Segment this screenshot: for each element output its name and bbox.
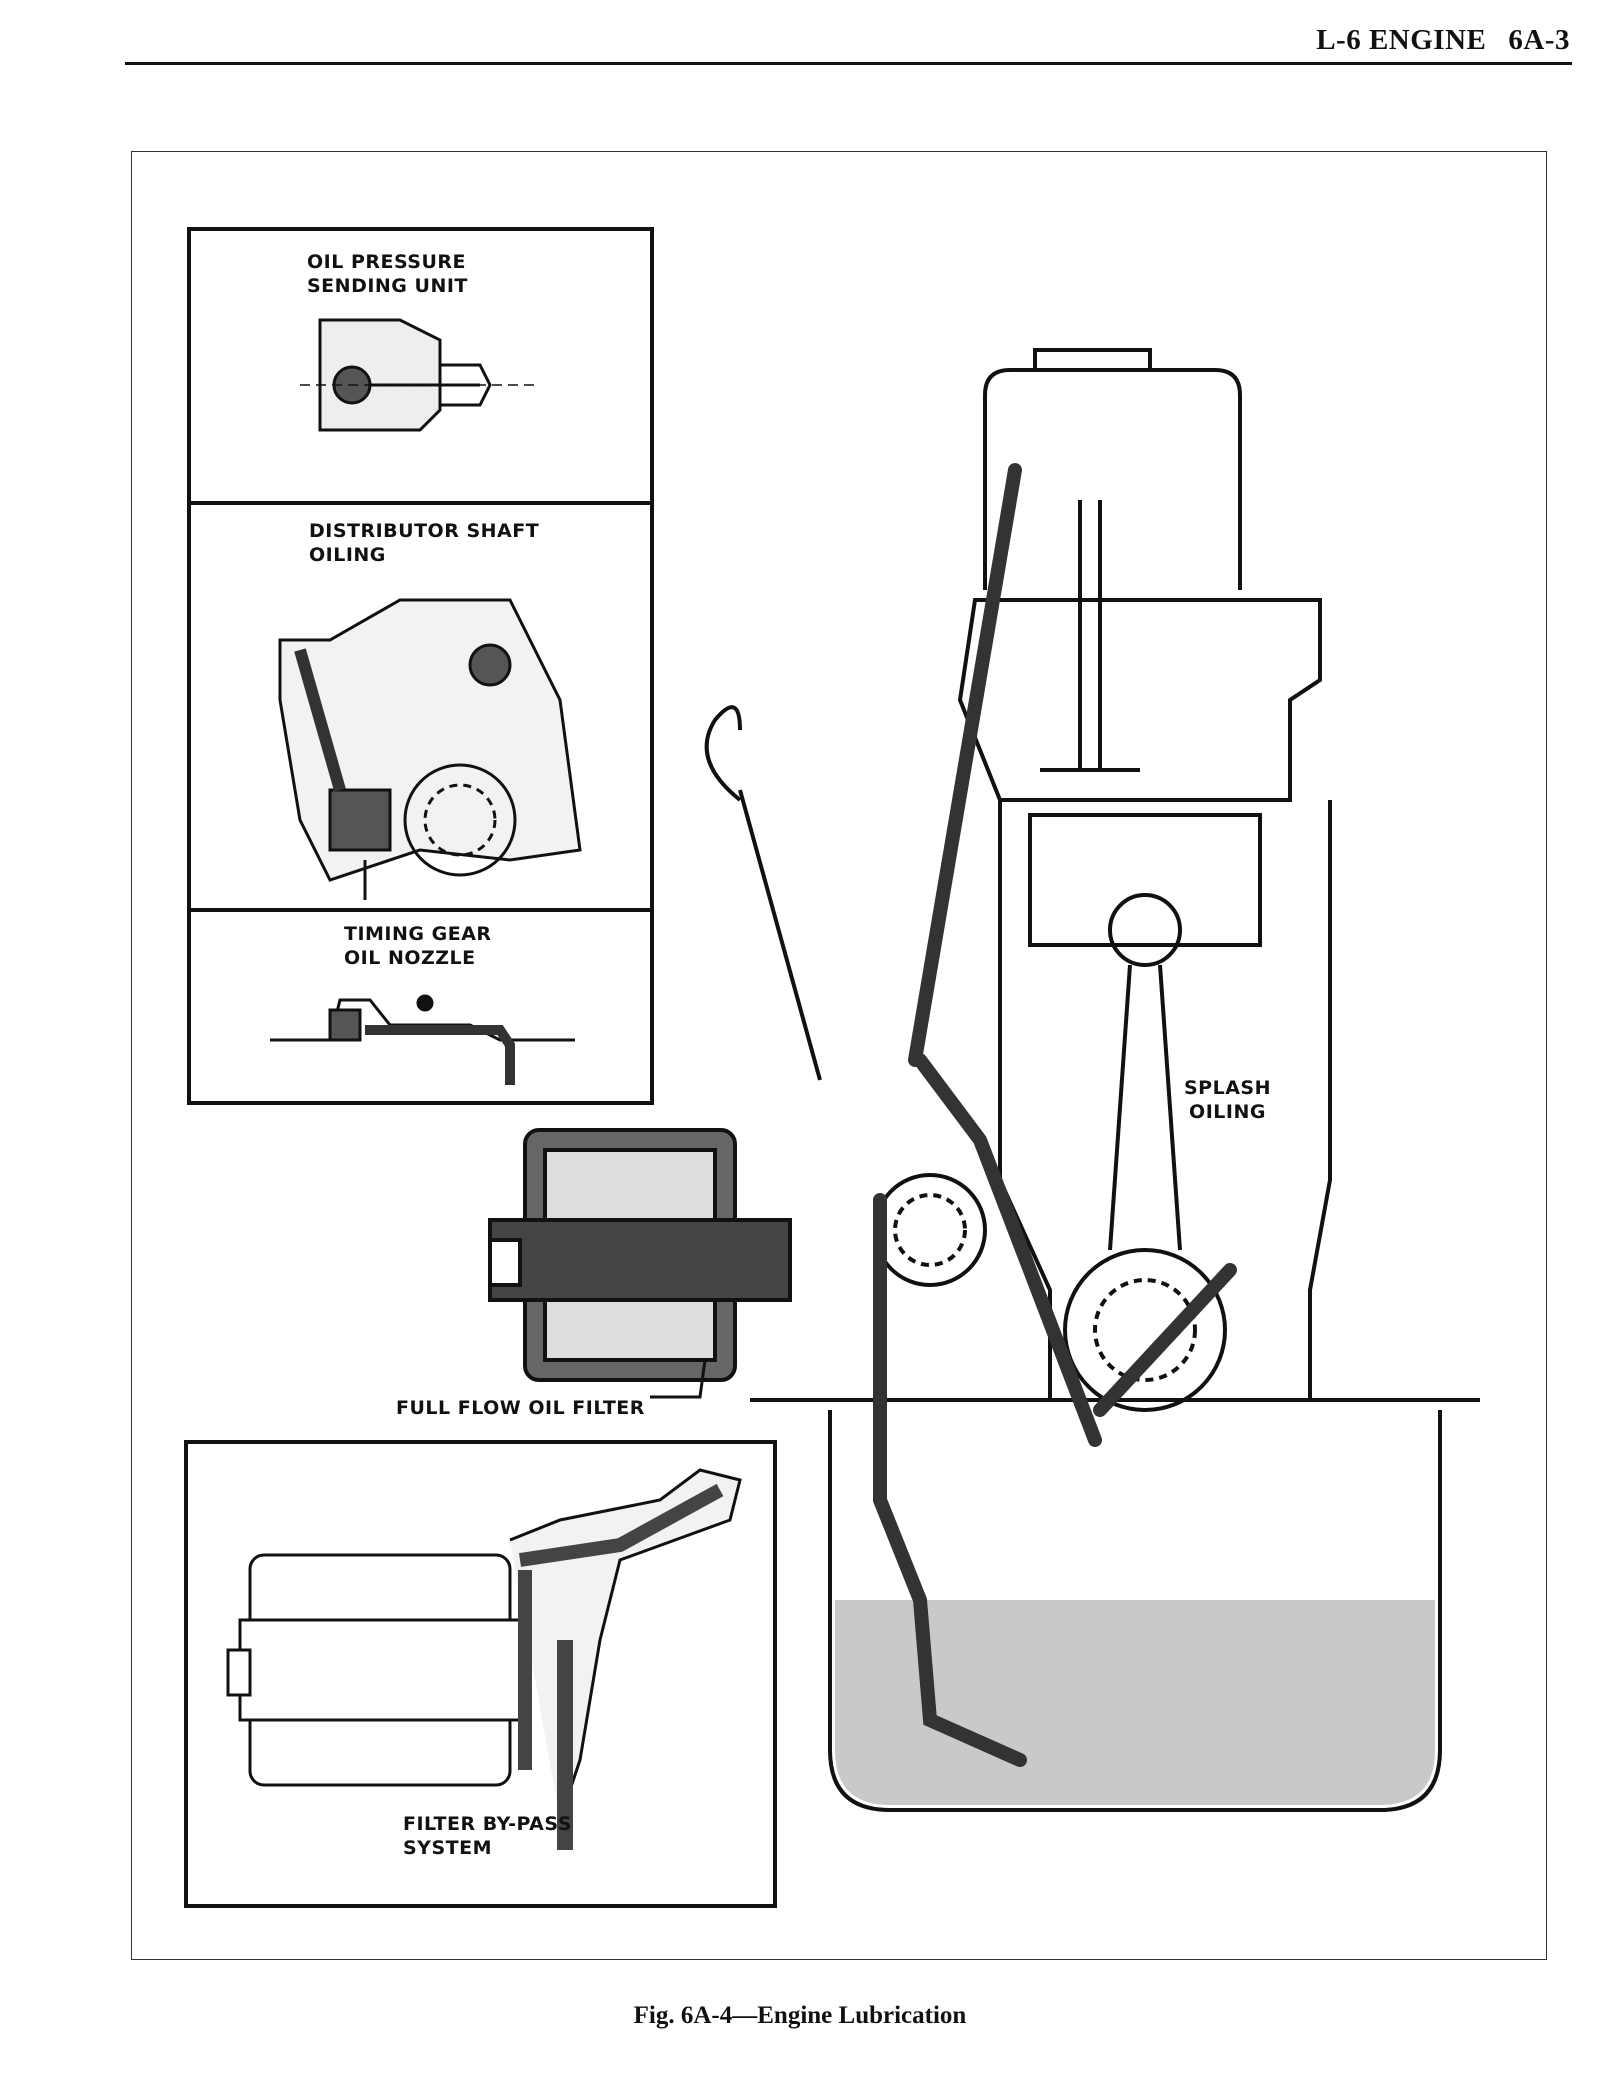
header-rule — [125, 62, 1572, 65]
label-line: OIL PRESSURE — [307, 251, 467, 273]
label-line: SPLASH — [1184, 1077, 1272, 1099]
label-full-flow-oil-filter: FULL FLOW OIL FILTER — [396, 1397, 645, 1419]
label-line: OILING — [309, 544, 386, 566]
label-distributor-shaft-oiling: DISTRIBUTOR SHAFT OILING — [309, 519, 539, 567]
figure-caption: Fig. 6A-4—Engine Lubrication — [633, 2002, 967, 2029]
page-number: 6A-3 — [1508, 24, 1570, 56]
inset-divider — [191, 908, 650, 912]
label-filter-bypass-system: FILTER BY-PASS SYSTEM — [403, 1812, 572, 1860]
label-line: OIL NOZZLE — [344, 947, 476, 969]
label-line: SENDING UNIT — [307, 275, 468, 297]
label-line: FILTER BY-PASS — [403, 1813, 572, 1835]
inset-oil-pressure-distributor-timing — [187, 227, 654, 1105]
inset-divider — [191, 501, 650, 505]
inset-filter-bypass — [184, 1440, 777, 1908]
label-line: TIMING GEAR — [344, 923, 492, 945]
section-title: L-6 ENGINE — [1316, 24, 1487, 56]
page-header: L-6 ENGINE 6A-3 — [1294, 24, 1570, 57]
label-line: OILING — [1189, 1101, 1266, 1123]
label-line: SYSTEM — [403, 1837, 492, 1859]
figure-frame — [131, 151, 1547, 1960]
label-splash-oiling: SPLASH OILING — [1184, 1076, 1272, 1124]
label-timing-gear-oil-nozzle: TIMING GEAR OIL NOZZLE — [344, 922, 492, 970]
label-line: DISTRIBUTOR SHAFT — [309, 520, 540, 542]
label-oil-pressure-sending-unit: OIL PRESSURE SENDING UNIT — [307, 250, 468, 298]
